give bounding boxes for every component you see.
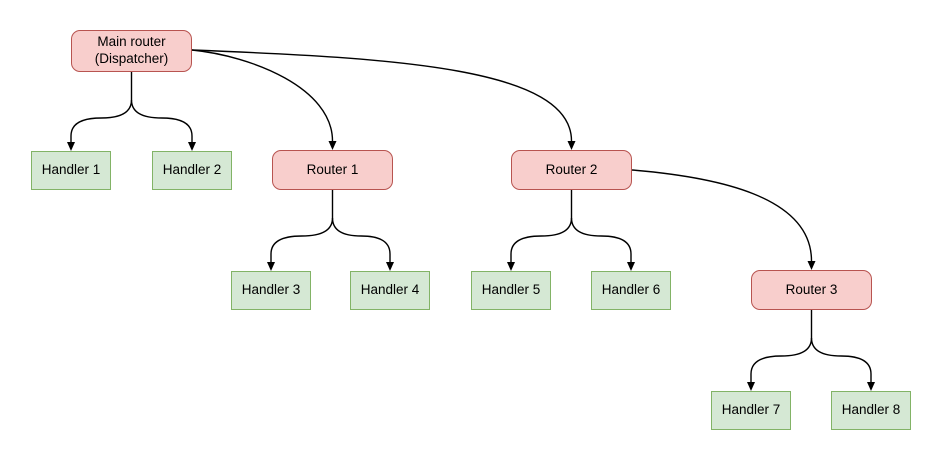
edge-main-router-to-handler-1 (70, 72, 133, 142)
arrowhead-handler-2 (188, 142, 196, 151)
node-handler-7: Handler 7 (711, 391, 791, 430)
edge-router-3-to-handler-7 (750, 310, 813, 382)
edge-router-1-to-handler-3 (270, 190, 334, 262)
arrowhead-handler-3 (267, 262, 275, 271)
arrowhead-handler-8 (867, 382, 875, 391)
edge-router-2-to-handler-5 (510, 190, 573, 262)
node-router-3: Router 3 (751, 270, 872, 310)
node-router-1-label: Router 1 (306, 161, 359, 177)
node-handler-6: Handler 6 (591, 271, 671, 310)
node-handler-6-label: Handler 6 (601, 282, 661, 298)
node-handler-5: Handler 5 (471, 271, 551, 310)
node-router-3-label: Router 3 (785, 281, 838, 297)
node-handler-8: Handler 8 (831, 391, 911, 430)
edge-router-2-to-handler-6 (570, 217, 632, 262)
arrowhead-router-3 (807, 261, 816, 270)
node-handler-2: Handler 2 (152, 151, 232, 190)
node-main-router-line2: (Dispatcher) (94, 51, 169, 66)
node-handler-1-label: Handler 1 (41, 162, 101, 178)
edge-router-2-to-router-3 (631, 169, 813, 262)
node-handler-2-label: Handler 2 (162, 162, 222, 178)
node-main-router-label: Main router (Dispatcher) (95, 34, 169, 68)
edge-router-3-to-handler-8 (810, 337, 872, 382)
arrowhead-handler-5 (507, 262, 515, 271)
node-router-2-label: Router 2 (545, 161, 598, 177)
edge-router-1-to-handler-4 (331, 217, 391, 262)
edge-main-router-to-router-2 (191, 49, 573, 142)
node-main-router: Main router (Dispatcher) (71, 30, 192, 72)
arrowhead-handler-4 (386, 262, 394, 271)
node-router-1: Router 1 (272, 150, 393, 190)
arrowhead-router-2 (567, 141, 576, 150)
node-router-2: Router 2 (511, 150, 632, 190)
node-handler-1: Handler 1 (31, 151, 111, 190)
arrowhead-handler-6 (627, 262, 635, 271)
arrowhead-handler-7 (747, 382, 755, 391)
node-handler-4: Handler 4 (350, 271, 430, 310)
edge-main-router-to-handler-2 (130, 99, 193, 142)
arrowhead-router-1 (328, 141, 337, 150)
edge-main-router-to-router-1 (191, 49, 334, 142)
node-handler-3-label: Handler 3 (241, 282, 301, 298)
node-handler-5-label: Handler 5 (481, 282, 541, 298)
node-handler-4-label: Handler 4 (360, 282, 420, 298)
node-handler-3: Handler 3 (231, 271, 311, 310)
node-handler-7-label: Handler 7 (721, 402, 781, 418)
node-handler-8-label: Handler 8 (841, 402, 901, 418)
arrowhead-handler-1 (67, 142, 75, 151)
node-main-router-line1: Main router (97, 34, 166, 50)
